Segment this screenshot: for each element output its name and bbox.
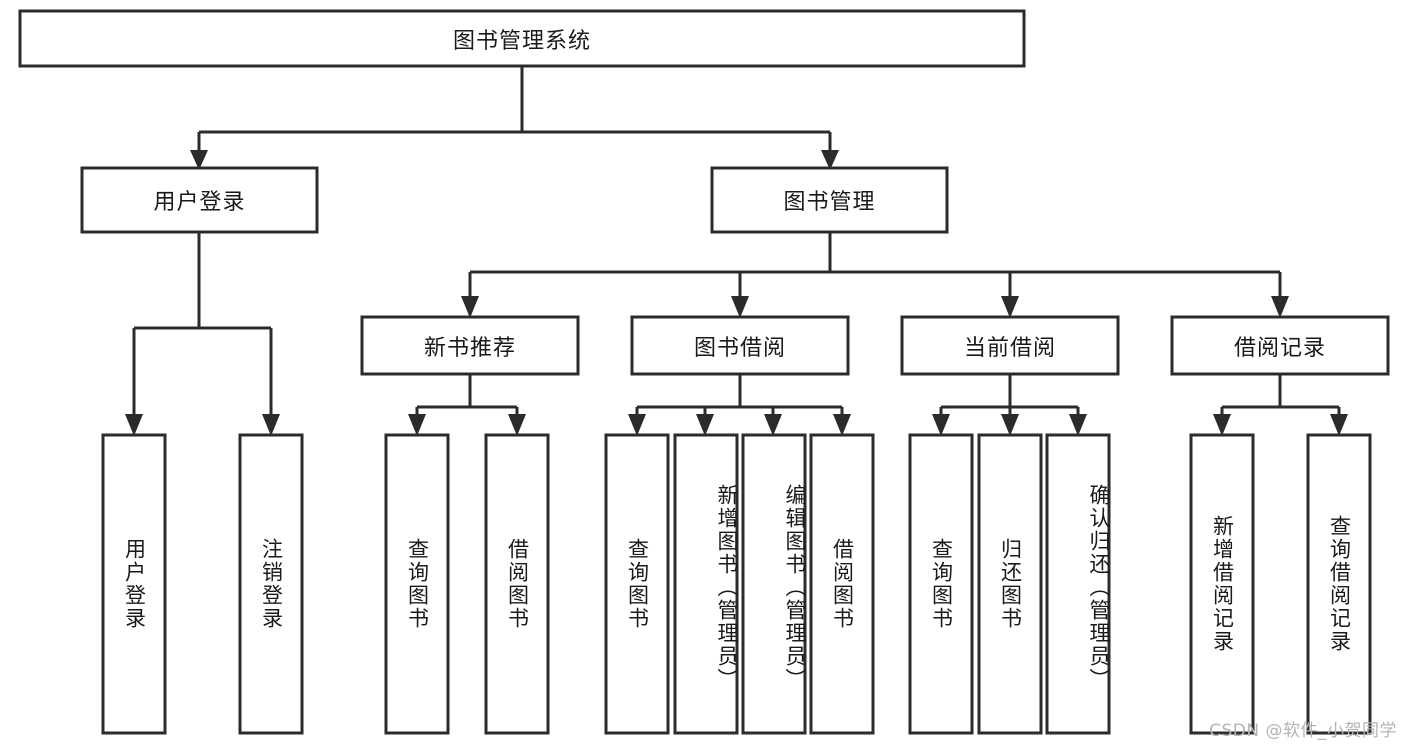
arrow-head-leaf-query-book-3 [932,414,950,436]
arrow-head-leaf-return-book [1001,414,1019,436]
arrow-head-leaf-edit-book [764,414,782,436]
node-box-borrow-record[interactable] [1170,315,1390,376]
arrow-head-leaf-borrow-book-2 [833,414,851,436]
node-box-new-book-rec[interactable] [360,315,580,376]
arrow-head-user-login [190,150,208,170]
arrow-head-current-borrow [1001,296,1019,318]
arrow-head-leaf-query-record [1330,414,1348,436]
arrow-head-leaf-logout [262,414,280,436]
arrow-head-leaf-add-record [1213,414,1231,436]
arrow-head-leaf-borrow-book-1 [508,414,526,436]
node-box-leaf-query-book-1[interactable] [384,433,450,735]
node-box-book-borrow[interactable] [630,315,850,376]
arrow-head-new-book-rec [461,296,479,318]
node-box-leaf-add-record[interactable] [1189,433,1255,735]
node-box-leaf-query-record[interactable] [1306,433,1372,735]
node-box-leaf-edit-book[interactable] [741,433,807,735]
node-box-root[interactable] [18,9,1026,68]
csdn-watermark: CSDN @软件_小贺同学 [1209,721,1397,741]
node-box-leaf-add-book[interactable] [673,433,739,735]
connectors-layer [125,66,1348,436]
arrow-head-book-borrow [731,296,749,318]
node-box-book-manage[interactable] [710,166,949,234]
node-box-leaf-query-book-2[interactable] [604,433,670,735]
node-box-leaf-return-book[interactable] [977,433,1043,735]
node-box-current-borrow[interactable] [900,315,1120,376]
arrow-head-borrow-record [1271,296,1289,318]
node-box-leaf-query-book-3[interactable] [908,433,974,735]
arrow-head-leaf-user-login [125,414,143,436]
arrow-head-book-manage [821,150,839,170]
node-box-leaf-confirm-return[interactable] [1045,433,1111,735]
node-box-leaf-borrow-book-1[interactable] [484,433,550,735]
arrow-head-leaf-confirm-return [1069,414,1087,436]
arrow-head-leaf-query-book-1 [408,414,426,436]
node-box-leaf-borrow-book-2[interactable] [809,433,875,735]
node-box-leaf-user-login[interactable] [101,433,167,735]
nodes-layer [18,9,1390,735]
node-box-leaf-logout[interactable] [238,433,304,735]
node-box-user-login[interactable] [80,166,319,234]
arrow-head-leaf-query-book-2 [628,414,646,436]
arrow-head-leaf-add-book [696,414,714,436]
